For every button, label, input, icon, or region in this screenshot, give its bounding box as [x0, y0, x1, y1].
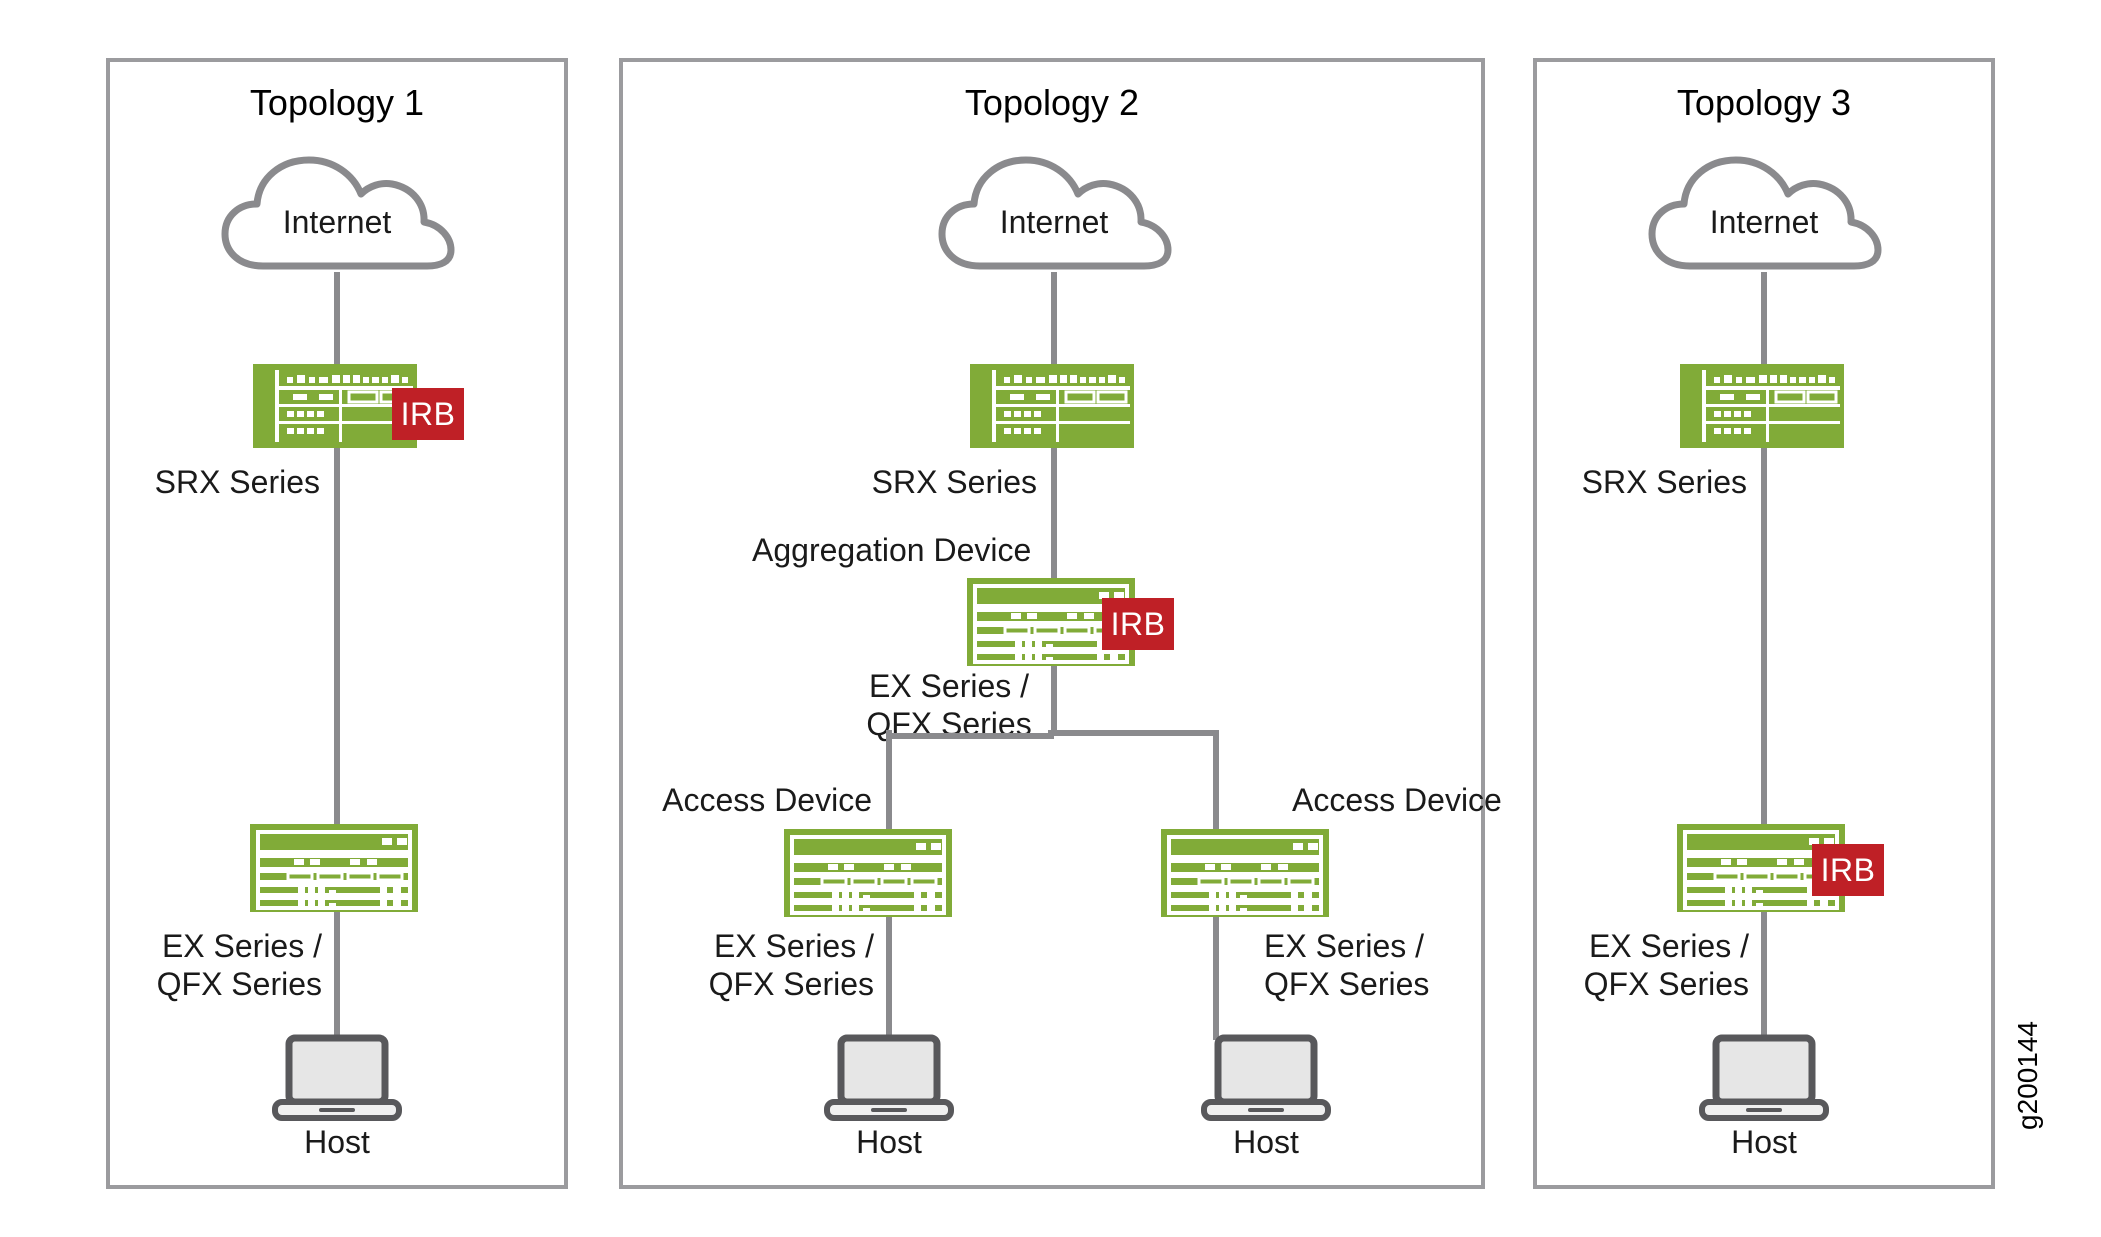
switch-label-1-line2: QFX Series	[156, 965, 322, 1002]
aggregation-switch-label: EX Series / QFX Series	[866, 668, 1031, 744]
srx-device-2	[970, 364, 1134, 448]
host-laptop-3	[1698, 1032, 1830, 1124]
link-agg-trunk	[1051, 666, 1057, 732]
acc-left-line1: EX Series /	[713, 928, 874, 964]
link-agg-access-right-diagonal	[1048, 730, 1214, 736]
link-access-left-drop	[886, 730, 892, 834]
host-laptop-1	[271, 1032, 403, 1124]
access-switch-right-device	[1161, 829, 1329, 917]
link-cloud-srx-3	[1761, 272, 1767, 364]
link-agg-access-left-diagonal	[888, 733, 1054, 739]
internet-cloud-2: Internet	[934, 146, 1174, 274]
host-label-left: Host	[856, 1124, 922, 1160]
link-switch-host-1	[334, 912, 340, 1040]
access-switch-left-model-label: EX Series / QFX Series	[709, 928, 874, 1004]
internet-cloud-3: Internet	[1644, 146, 1884, 274]
topology-3-title: Topology 3	[1676, 82, 1852, 123]
access-device-left-label: Access Device	[662, 782, 872, 818]
host-laptop-right	[1200, 1032, 1332, 1124]
switch-label-1: EX Series / QFX Series	[157, 928, 322, 1004]
agg-label-line1: EX Series /	[868, 668, 1030, 704]
acc-right-line1: EX Series /	[1264, 928, 1425, 964]
host-label-3: Host	[1731, 1124, 1797, 1160]
srx-label-2: SRX Series	[871, 464, 1037, 500]
srx-device-3	[1680, 364, 1844, 448]
link-access-left-host	[886, 917, 892, 1040]
topology-2-title: Topology 2	[964, 82, 1140, 123]
internet-label-2: Internet	[999, 204, 1109, 240]
switch-label-3: EX Series / QFX Series	[1584, 928, 1749, 1004]
acc-left-line2: QFX Series	[708, 965, 874, 1002]
host-label-right: Host	[1233, 1124, 1299, 1160]
switch-label-3-line1: EX Series /	[1588, 928, 1749, 964]
host-laptop-left	[823, 1032, 955, 1124]
aggregation-device-label: Aggregation Device	[752, 532, 1032, 568]
switch-device-1	[250, 824, 418, 912]
internet-cloud-1: Internet	[217, 146, 457, 274]
internet-label-3: Internet	[1709, 204, 1819, 240]
acc-right-line2: QFX Series	[1264, 965, 1430, 1002]
irb-badge-3: IRB	[1812, 844, 1884, 896]
figure-id-label: g200144	[2012, 1020, 2043, 1130]
host-label-1: Host	[304, 1124, 370, 1160]
link-srx-switch-3	[1761, 448, 1767, 830]
topology-1-title: Topology 1	[249, 82, 425, 123]
link-srx-switch-1	[334, 448, 340, 830]
link-access-right-drop	[1213, 730, 1219, 834]
irb-badge-2: IRB	[1102, 598, 1174, 650]
link-srx-agg-2	[1051, 448, 1057, 580]
switch-label-3-line2: QFX Series	[1583, 965, 1749, 1002]
srx-label-1: SRX Series	[154, 464, 320, 500]
srx-device-1	[253, 364, 417, 448]
link-switch-host-3	[1761, 912, 1767, 1040]
access-switch-right-model-label: EX Series / QFX Series	[1264, 928, 1429, 1004]
internet-label-1: Internet	[282, 204, 392, 240]
link-access-right-host	[1213, 917, 1219, 1040]
srx-label-3: SRX Series	[1581, 464, 1747, 500]
irb-badge-1: IRB	[392, 388, 464, 440]
access-switch-left-device	[784, 829, 952, 917]
access-device-right-label: Access Device	[1292, 782, 1502, 818]
switch-label-1-line1: EX Series /	[161, 928, 322, 964]
link-cloud-srx-2	[1051, 272, 1057, 364]
link-cloud-srx-1	[334, 272, 340, 364]
